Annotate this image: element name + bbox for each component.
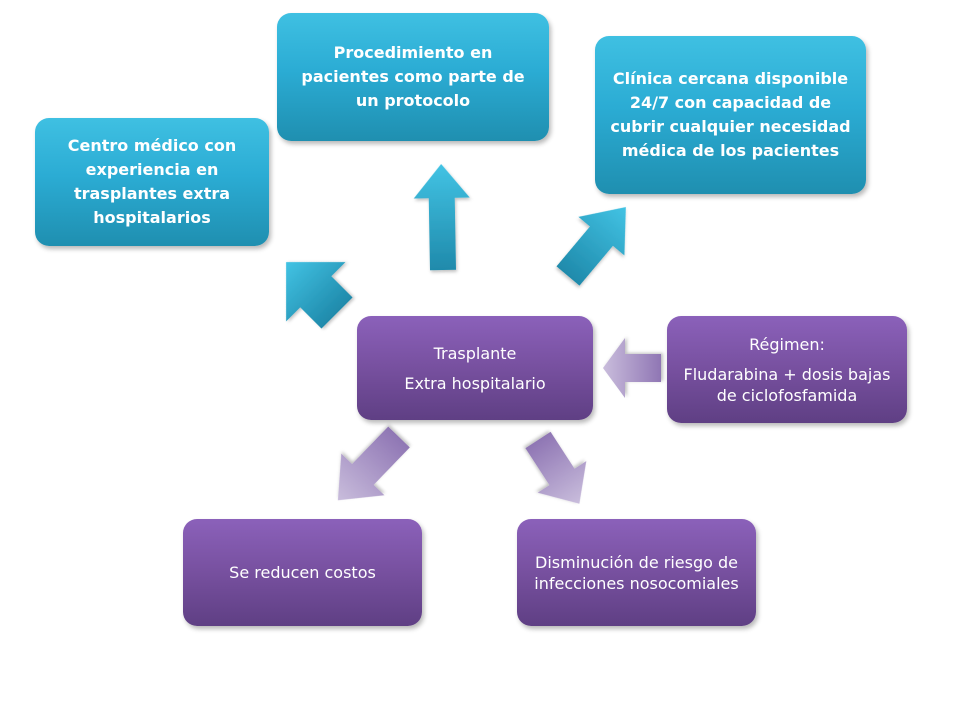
arrow-to-procedimiento [413,164,470,271]
node-se-reducen-costos: Se reducen costos [183,519,422,626]
arrow-from-regimen [603,338,661,398]
center-node: Trasplante Extra hospitalario [357,316,593,420]
node-centro-medico: Centro médico con experiencia en traspla… [35,118,269,246]
node-disminucion-riesgo-text: Disminución de riesgo de infecciones nos… [534,552,739,593]
arrow-to-centro-medico [286,262,353,329]
node-procedimiento-text: Procedimiento en pacientes como parte de… [301,43,525,110]
regimen-title: Régimen: [749,334,825,354]
node-clinica: Clínica cercana disponible 24/7 con capa… [595,36,866,194]
arrow-to-disminucion-riesgo [525,431,587,504]
node-clinica-text: Clínica cercana disponible 24/7 con capa… [610,69,851,160]
center-title: Trasplante [433,343,517,363]
node-centro-medico-text: Centro médico con experiencia en traspla… [67,136,237,227]
center-subtitle: Extra hospitalario [404,373,546,393]
regimen-detail: Fludarabina + dosis bajas de ciclofosfam… [683,364,891,405]
node-procedimiento: Procedimiento en pacientes como parte de… [277,13,549,141]
node-regimen: Régimen: Fludarabina + dosis bajas de ci… [667,316,907,423]
node-disminucion-riesgo: Disminución de riesgo de infecciones nos… [517,519,756,626]
node-se-reducen-costos-text: Se reducen costos [229,563,376,582]
arrow-to-se-reducen-costos [337,426,410,501]
arrow-to-clinica [556,207,626,286]
